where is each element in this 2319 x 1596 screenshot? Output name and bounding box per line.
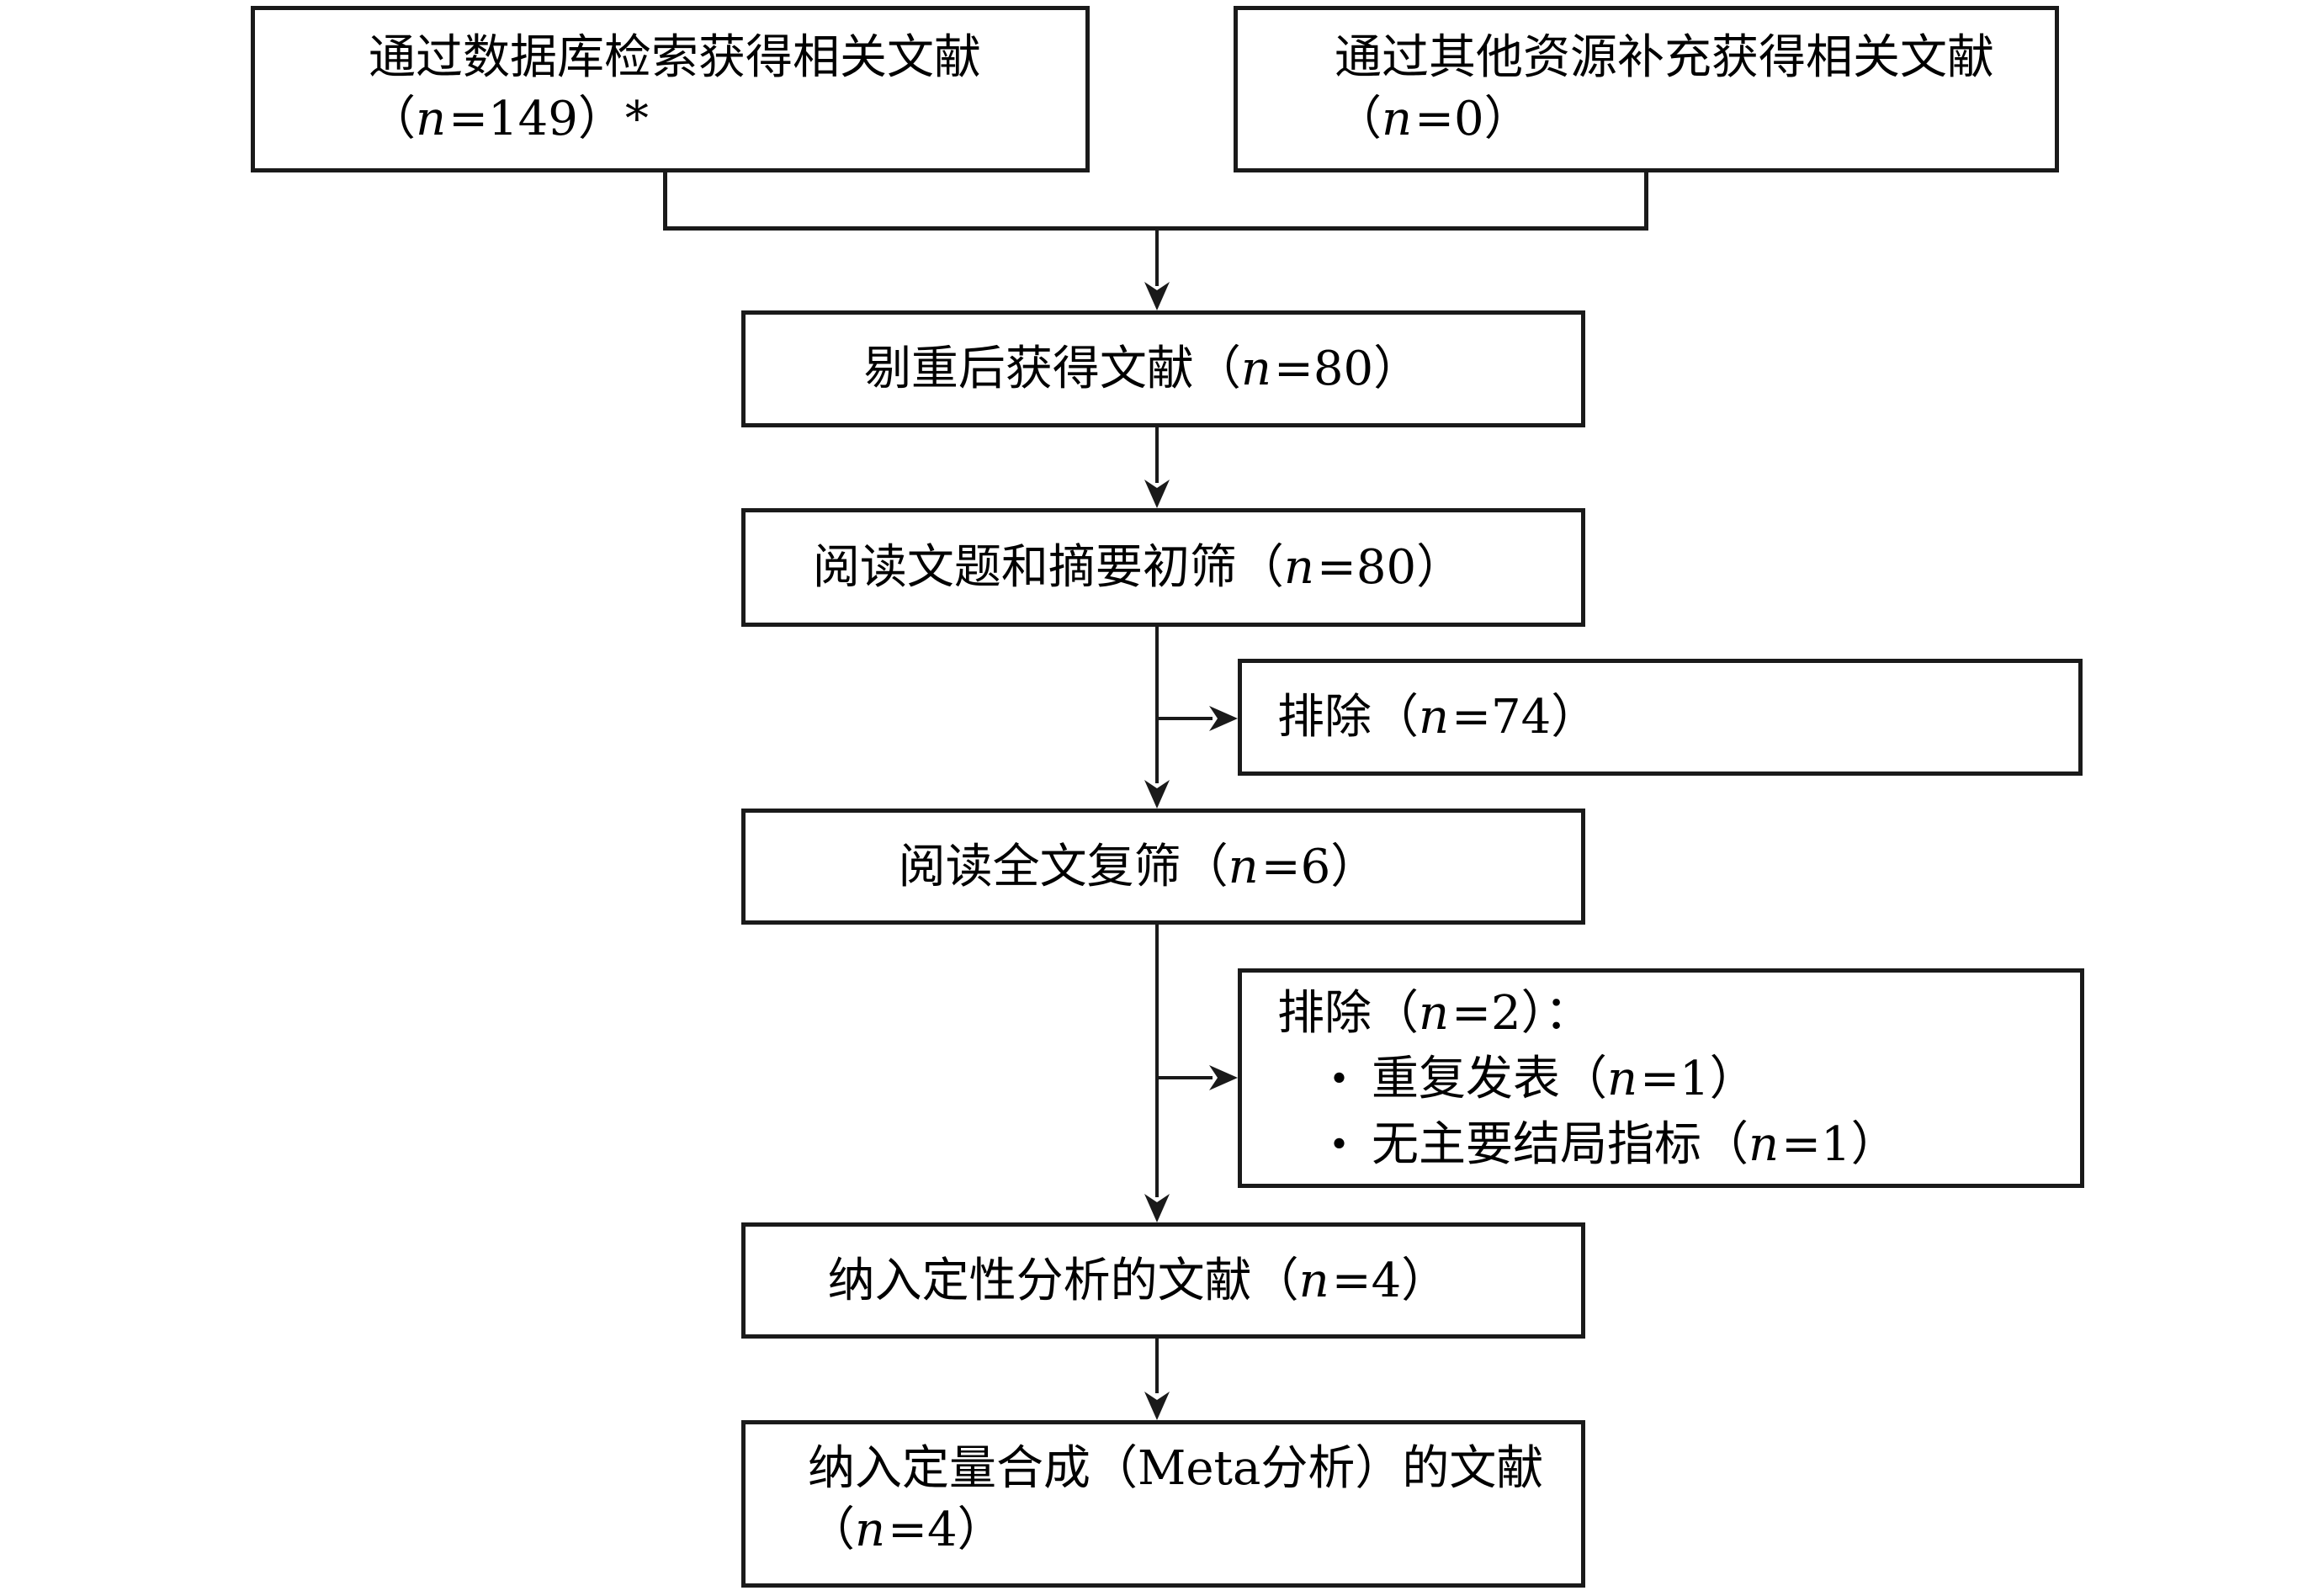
node-fulltext-screen: 阅读全文复筛（n=6） — [741, 809, 1585, 925]
node-database-search-line1: 通过数据库检索获得相关文献 — [369, 30, 981, 85]
node-excluded-fulltext: 排除（n=2）： • 重复发表（n=1） • 无主要结局指标（n=1） — [1238, 968, 2084, 1188]
node-excluded-fulltext-item-1-text: 重复发表（n=1） — [1372, 1052, 1757, 1106]
connector-other-sources-stub — [1644, 172, 1648, 231]
connector-qualitative-to-quantitative — [1155, 1339, 1159, 1393]
node-other-sources: 通过其他资源补充获得相关文献 （n=0） — [1234, 6, 2059, 172]
node-deduplicated-label: 剔重后获得文献（n=80） — [863, 342, 1421, 396]
connector-screen-to-fulltext — [1155, 627, 1159, 783]
node-excluded-fulltext-item-2: • 无主要结局指标（n=1） — [1277, 1112, 2063, 1178]
node-quantitative-included-line1: 纳入定量合成（Meta分析）的文献 — [808, 1441, 1544, 1496]
arrowhead-right-icon — [1209, 706, 1238, 731]
node-qualitative-included: 纳入定性分析的文献（n=4） — [741, 1222, 1585, 1339]
node-excluded-fulltext-title: 排除（n=2）： — [1277, 986, 1592, 1041]
connector-branch-excluded-fulltext — [1157, 1076, 1213, 1079]
arrowhead-down-icon — [1144, 480, 1170, 508]
arrowhead-right-icon — [1209, 1065, 1238, 1090]
node-database-search-line2: （n=149）* — [369, 92, 649, 146]
node-quantitative-included-line2: （n=4） — [808, 1503, 1005, 1557]
connector-database-stub — [663, 172, 667, 231]
node-excluded-primary: 排除（n=74） — [1238, 659, 2083, 776]
connector-branch-excluded-primary — [1157, 717, 1213, 720]
node-database-search: 通过数据库检索获得相关文献 （n=149）* — [251, 6, 1090, 172]
node-other-sources-line1: 通过其他资源补充获得相关文献 — [1335, 30, 1994, 85]
connector-merge-bar — [663, 226, 1648, 231]
connector-dedup-to-screen — [1155, 427, 1159, 483]
node-deduplicated: 剔重后获得文献（n=80） — [741, 310, 1585, 427]
connector-merge-to-dedup — [1155, 229, 1159, 286]
arrowhead-down-icon — [1144, 1194, 1170, 1222]
connector-fulltext-to-qualitative — [1155, 925, 1159, 1197]
bullet-icon: • — [1329, 1124, 1350, 1165]
bullet-icon: • — [1329, 1058, 1350, 1100]
node-title-abstract-screen: 阅读文题和摘要初筛（n=80） — [741, 508, 1585, 627]
node-excluded-fulltext-item-2-text: 无主要结局指标（n=1） — [1372, 1117, 1898, 1172]
node-excluded-primary-label: 排除（n=74） — [1277, 690, 1599, 745]
node-fulltext-screen-label: 阅读全文复筛（n=6） — [898, 839, 1378, 894]
node-other-sources-line2: （n=0） — [1335, 92, 1531, 146]
node-quantitative-included: 纳入定量合成（Meta分析）的文献 （n=4） — [741, 1420, 1585, 1588]
arrowhead-down-icon — [1144, 282, 1170, 310]
node-qualitative-included-label: 纳入定性分析的文献（n=4） — [827, 1253, 1449, 1308]
arrowhead-down-icon — [1144, 780, 1170, 809]
arrowhead-down-icon — [1144, 1392, 1170, 1420]
node-excluded-fulltext-item-1: • 重复发表（n=1） — [1277, 1047, 2063, 1112]
node-title-abstract-screen-label: 阅读文题和摘要初筛（n=80） — [812, 540, 1464, 595]
